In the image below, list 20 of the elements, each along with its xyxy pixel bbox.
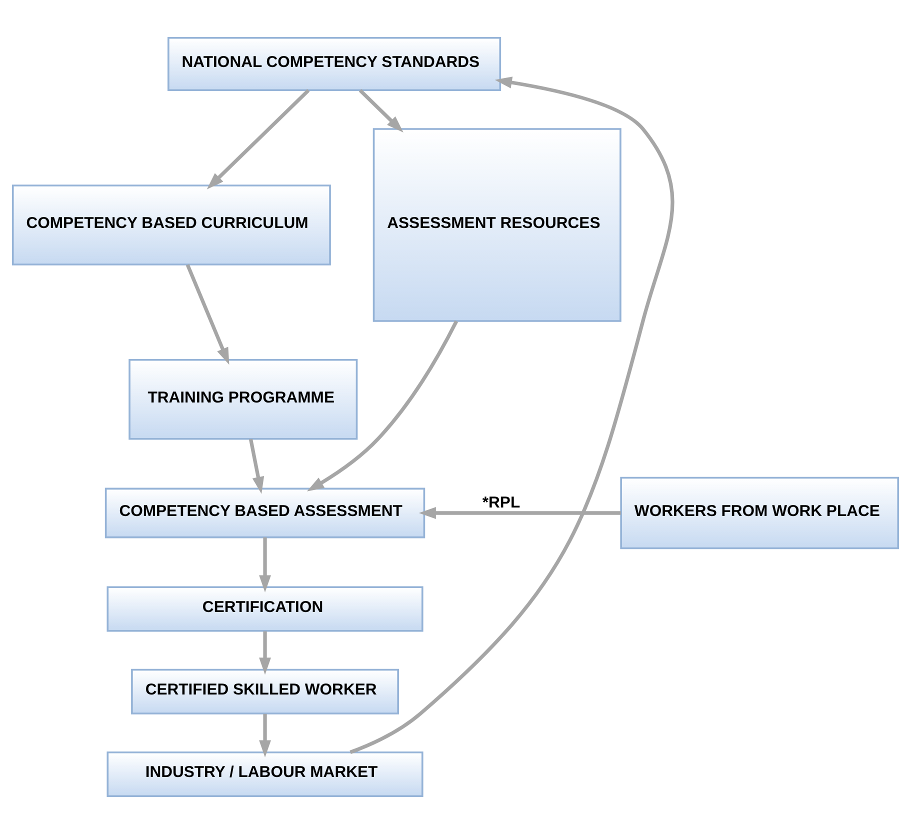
node-box: COMPETENCY BASED CURRICULUM bbox=[12, 184, 331, 266]
node-box: CERTIFIED SKILLED WORKER bbox=[131, 668, 399, 714]
node-box: TRAINING PROGRAMME bbox=[128, 358, 358, 440]
edge-label: *RPL bbox=[482, 494, 520, 512]
node-box: CERTIFICATION bbox=[106, 586, 424, 632]
arrow bbox=[206, 89, 310, 190]
arrow bbox=[259, 537, 271, 592]
arrow bbox=[259, 631, 271, 675]
node-box: NATIONAL COMPETENCY STANDARDS bbox=[168, 36, 502, 92]
arrow bbox=[259, 714, 271, 758]
node-box: ASSESSMENT RESOURCES bbox=[372, 128, 622, 322]
node-box: COMPETENCY BASED ASSESSMENT bbox=[104, 488, 426, 538]
node-box: WORKERS FROM WORK PLACE bbox=[620, 476, 900, 550]
arrow bbox=[358, 89, 404, 133]
arrow bbox=[186, 264, 230, 365]
node-box: INDUSTRY / LABOUR MARKET bbox=[106, 751, 424, 798]
arrow bbox=[350, 76, 674, 754]
arrow bbox=[248, 438, 264, 494]
arrow bbox=[418, 507, 621, 519]
arrow bbox=[306, 320, 458, 492]
